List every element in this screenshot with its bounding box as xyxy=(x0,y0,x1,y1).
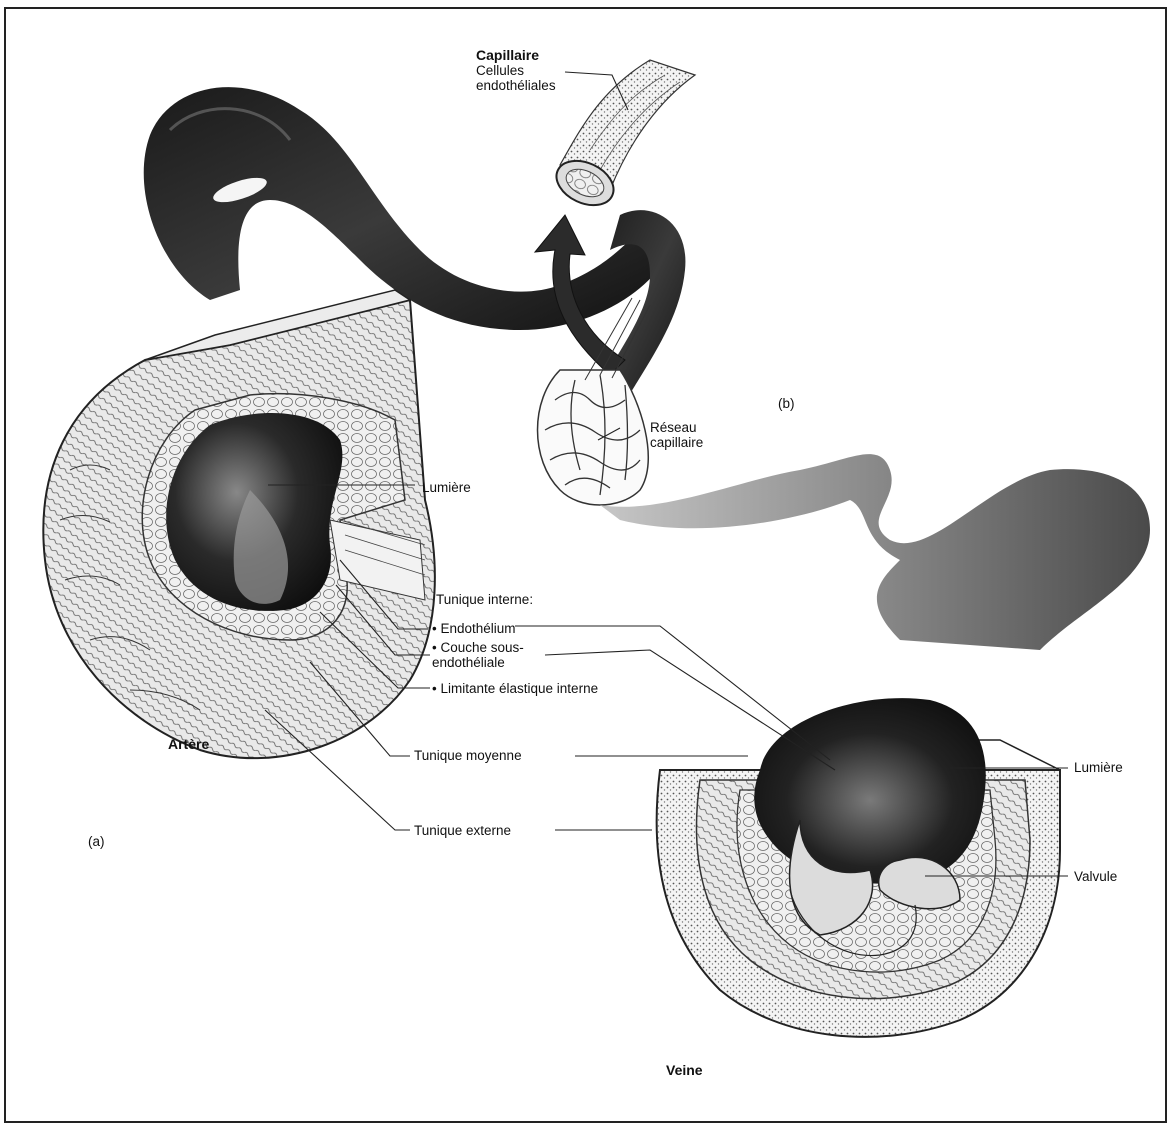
lumen-vein-label: Lumière xyxy=(1074,760,1123,775)
artery-cross-section xyxy=(43,290,435,758)
vein-cross-section xyxy=(657,698,1060,1037)
tunica-externa-label: Tunique externe xyxy=(414,823,511,838)
endothelium-label: Endothélium xyxy=(432,621,516,636)
vein-label: Veine xyxy=(666,1063,703,1078)
tunica-media-label: Tunique moyenne xyxy=(414,748,522,763)
capillary-network-label: Réseau capillaire xyxy=(650,420,703,450)
endothelial-cells-label: Cellules endothéliales xyxy=(476,63,556,93)
capillary-tube xyxy=(549,60,695,214)
tunica-interna-label: Tunique interne: xyxy=(436,592,533,607)
subendothelial-label: Couche sous- endothéliale xyxy=(432,640,524,670)
internal-elastic-label: Limitante élastique interne xyxy=(432,681,598,696)
capillary-title: Capillaire xyxy=(476,48,539,63)
lumen-artery-label: Lumière xyxy=(422,480,471,495)
panel-b-label: (b) xyxy=(778,396,795,411)
valve-label: Valvule xyxy=(1074,869,1117,884)
venule xyxy=(600,454,1150,650)
artery-label: Artère xyxy=(168,737,209,752)
panel-a-label: (a) xyxy=(88,834,105,849)
